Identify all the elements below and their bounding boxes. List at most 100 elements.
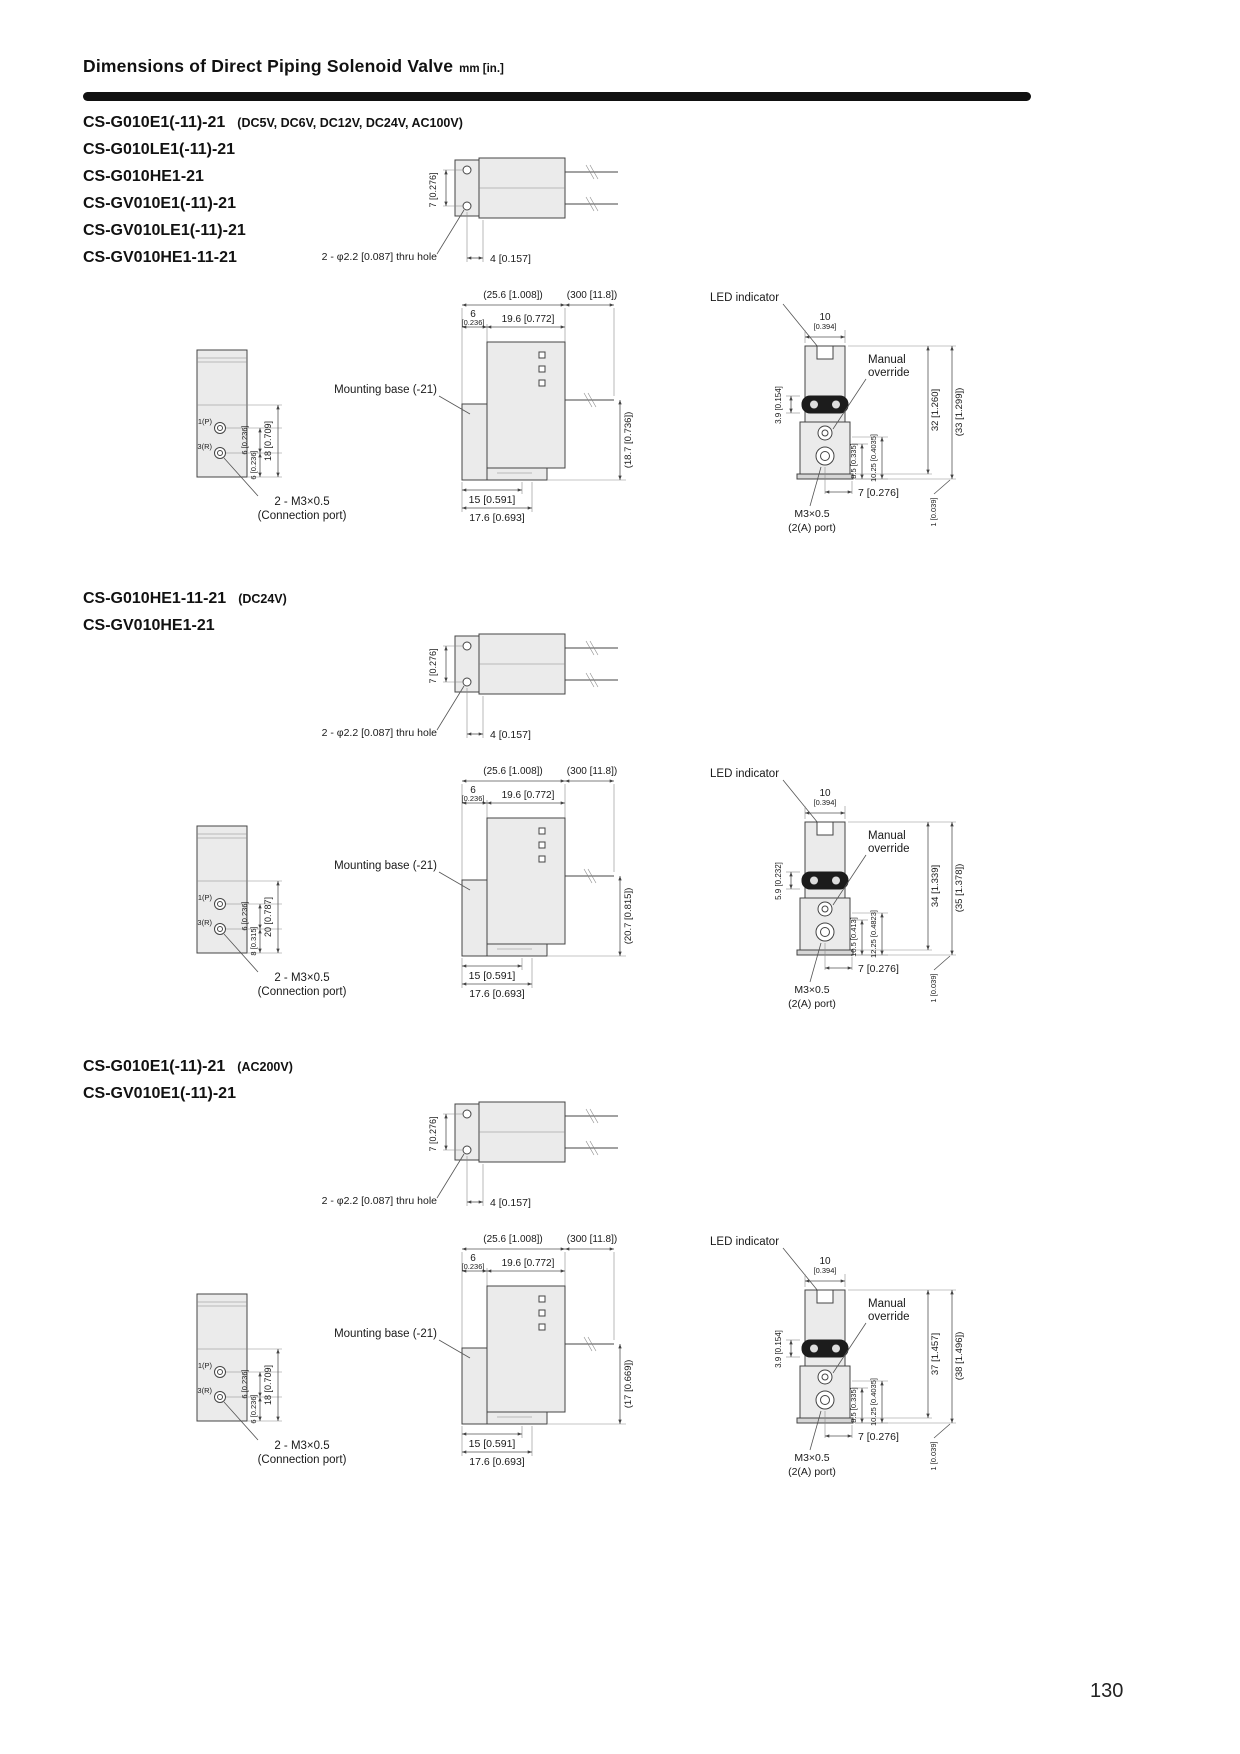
mounting-base-label: Mounting base (-21) bbox=[334, 860, 437, 872]
dim-lead-length: (300 [11.8]) bbox=[567, 1234, 617, 1245]
dimension-section-1: 7 [0.276] 2 - φ2.2 [0.087] thru hole 4 [… bbox=[0, 112, 1240, 572]
leader-line bbox=[832, 1322, 867, 1374]
port-1P bbox=[214, 1366, 226, 1378]
dim-bottom-width-1: 15 [0.591] bbox=[469, 494, 516, 506]
dim-front-width-in: [0.394] bbox=[814, 1266, 837, 1275]
port-3R bbox=[214, 1391, 226, 1403]
dim-bottom-width-1: 15 [0.591] bbox=[469, 970, 516, 982]
valve-body-side bbox=[486, 1285, 566, 1413]
model-name: CS-G010E1(-11)-21 bbox=[83, 114, 226, 131]
dimension-lines bbox=[461, 779, 615, 880]
model-name: CS-G010HE1-21 bbox=[83, 168, 204, 185]
top-view: 7 [0.276] 2 - φ2.2 [0.087] thru hole 4 [… bbox=[322, 633, 618, 741]
dimension-drawing: 7 [0.276] 2 - φ2.2 [0.087] thru hole 4 [… bbox=[196, 633, 965, 1010]
leader-line bbox=[223, 933, 259, 973]
thru-hole-label: 2 - φ2.2 [0.087] thru hole bbox=[322, 251, 438, 263]
connection-port-thread: 2 - M3×0.5 bbox=[274, 1440, 329, 1452]
port-1-label: 1(P) bbox=[198, 417, 213, 426]
lead-wires bbox=[479, 640, 618, 688]
leader-line bbox=[782, 779, 819, 824]
port-2A-bore bbox=[820, 1395, 830, 1405]
mount-hole bbox=[462, 1145, 472, 1155]
band-hole bbox=[810, 400, 818, 409]
dim-bottom-width-2: 17.6 [0.693] bbox=[469, 512, 525, 524]
dim-port-overall: 18 [0.709] bbox=[263, 421, 273, 461]
model-name: CS-GV010HE1-21 bbox=[83, 617, 215, 634]
band-hole bbox=[832, 1344, 840, 1353]
thru-hole-label: 2 - φ2.2 [0.087] thru hole bbox=[322, 727, 438, 739]
model-name: CS-GV010HE1-11-21 bbox=[83, 249, 237, 266]
dim-front-height-2: (33 [1.299]) bbox=[954, 388, 965, 437]
valve-body-port-view bbox=[196, 1293, 248, 1422]
dim-body-width: (25.6 [1.008]) bbox=[483, 290, 542, 301]
dim-front-width-mm: 10 bbox=[819, 788, 831, 799]
dim-front-width-in: [0.394] bbox=[814, 798, 837, 807]
terminal bbox=[538, 855, 546, 863]
dimension-lines bbox=[461, 303, 615, 404]
terminal bbox=[538, 827, 546, 835]
connection-port-thread: 2 - M3×0.5 bbox=[274, 496, 329, 508]
dim-port-depth-b: 10.25 [0.4035] bbox=[869, 1378, 878, 1426]
dim-front-bottom: 7 [0.276] bbox=[858, 963, 899, 975]
port-1P-bore bbox=[217, 901, 223, 907]
led-indicator-label: LED indicator bbox=[710, 292, 779, 304]
model-name: CS-G010LE1(-11)-21 bbox=[83, 141, 236, 158]
dim-coil-width: 19.6 [0.772] bbox=[502, 790, 555, 801]
dimension-lines bbox=[786, 821, 956, 971]
page-number: 130 bbox=[1090, 1680, 1124, 1702]
led-indicator-label: LED indicator bbox=[710, 1236, 779, 1248]
dim-plate-height: 7 [0.276] bbox=[428, 648, 438, 683]
connection-port-label: (Connection port) bbox=[258, 986, 347, 998]
dim-base-width-mm: 6 bbox=[470, 309, 476, 320]
dim-front-width-mm: 10 bbox=[819, 312, 831, 323]
dim-front-bottom: 7 [0.276] bbox=[858, 487, 899, 499]
band-hole bbox=[810, 876, 818, 885]
model-list: CS-G010E1(-11)-21 (DC5V, DC6V, DC12V, DC… bbox=[83, 114, 463, 276]
dim-base-width-in: [0.236] bbox=[462, 794, 485, 803]
dim-body-width: (25.6 [1.008]) bbox=[483, 766, 542, 777]
dim-port-pitch-1: 6 [0.236] bbox=[240, 425, 249, 454]
port-3-label: 3(R) bbox=[197, 442, 212, 451]
coil-band bbox=[801, 395, 849, 414]
dimension-section-3: 7 [0.276] 2 - φ2.2 [0.087] thru hole 4 [… bbox=[0, 1056, 1240, 1516]
dim-band-height: 3.9 [0.154] bbox=[774, 386, 783, 424]
model-row: CS-GV010LE1(-11)-21 bbox=[83, 222, 463, 249]
side-view: (25.6 [1.008]) (300 [11.8]) 6 [0.236] 19… bbox=[334, 766, 634, 1000]
model-list: CS-G010HE1-11-21 (DC24V) CS-GV010HE1-21 bbox=[83, 590, 287, 644]
dim-band-height: 5.9 [0.232] bbox=[774, 862, 783, 900]
dim-base-width-mm: 6 bbox=[470, 785, 476, 796]
dim-port-depth-b: 10.25 [0.4035] bbox=[869, 434, 878, 482]
connection-port-thread: 2 - M3×0.5 bbox=[274, 972, 329, 984]
dim-coil-width: 19.6 [0.772] bbox=[502, 314, 555, 325]
dim-bottom-width-2: 17.6 [0.693] bbox=[469, 1456, 525, 1468]
dim-side-height: (17 [0.669]) bbox=[623, 1360, 634, 1409]
mount-hole bbox=[462, 165, 472, 175]
manual-override-knob bbox=[817, 425, 833, 441]
dim-port-overall: 18 [0.709] bbox=[263, 1365, 273, 1405]
manual-override-label-1: Manual bbox=[868, 1298, 906, 1310]
front-view: LED indicator 10 [0.394] bbox=[710, 768, 965, 1010]
terminal bbox=[538, 365, 546, 373]
led-indicator-label: LED indicator bbox=[710, 768, 779, 780]
terminal bbox=[538, 1309, 546, 1317]
model-row: CS-GV010E1(-11)-21 bbox=[83, 195, 463, 222]
model-row: CS-G010HE1-21 bbox=[83, 168, 463, 195]
port-3-label: 3(R) bbox=[197, 1386, 212, 1395]
port-2A bbox=[815, 922, 835, 942]
manual-override-label-1: Manual bbox=[868, 354, 906, 366]
dim-bottom-width-2: 17.6 [0.693] bbox=[469, 988, 525, 1000]
dim-plate-height: 7 [0.276] bbox=[428, 172, 438, 207]
dimension-lines bbox=[461, 1344, 626, 1456]
model-voltages: (DC24V) bbox=[238, 592, 287, 606]
dim-base-width-mm: 6 bbox=[470, 1253, 476, 1264]
leader-line bbox=[809, 1410, 822, 1451]
dim-port-overall: 20 [0.787] bbox=[263, 897, 273, 937]
manual-override-slot bbox=[821, 905, 829, 913]
port-3R bbox=[214, 923, 226, 935]
band-hole bbox=[810, 1344, 818, 1353]
dim-port-depth-a: 10.5 [0.413] bbox=[849, 917, 858, 957]
port-2a-thread: M3×0.5 bbox=[794, 508, 829, 520]
dimension-lines bbox=[226, 880, 282, 954]
base-foot bbox=[486, 943, 548, 957]
lead-wires bbox=[479, 1108, 618, 1156]
